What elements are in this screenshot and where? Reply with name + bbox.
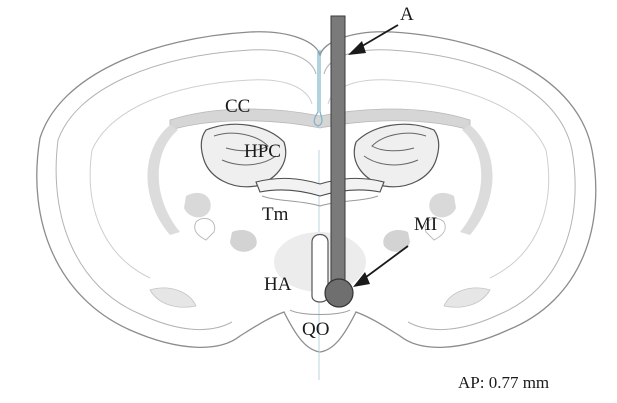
label-hpc: HPC	[244, 141, 281, 162]
label-cc: CC	[225, 96, 250, 117]
nucleus-left-1	[184, 193, 211, 218]
midline-ventricle	[314, 50, 322, 126]
label-tm: Tm	[262, 204, 289, 225]
lesion-marker	[325, 279, 353, 307]
electrode-shaft	[331, 16, 345, 284]
nucleus-left-2	[230, 230, 257, 252]
hippocampus-right	[354, 124, 438, 187]
nucleus-left-3	[195, 218, 215, 240]
ventral-left-contour	[150, 288, 196, 307]
ventral-right-contour	[444, 288, 490, 307]
ap-coordinate: AP: 0.77 mm	[458, 373, 549, 392]
label-lesion: MI	[414, 214, 437, 235]
label-electrode: A	[400, 4, 414, 25]
thalamus-band	[256, 178, 384, 196]
label-ha: HA	[264, 274, 292, 295]
electrode-arrow-head	[348, 41, 366, 55]
external-capsule-left	[148, 125, 181, 235]
external-capsule-right	[460, 125, 493, 235]
optic-region	[290, 310, 350, 315]
label-qo: QO	[302, 319, 329, 340]
